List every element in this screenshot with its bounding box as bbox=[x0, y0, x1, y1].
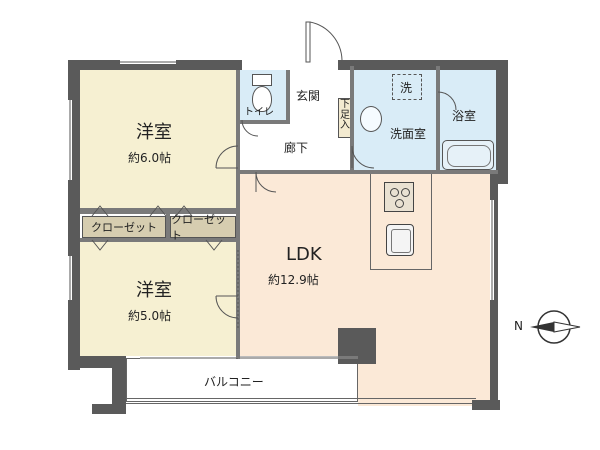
balcony bbox=[126, 358, 358, 402]
western-room-2-name: 洋室 bbox=[136, 280, 172, 301]
shoe-cabinet-label: 下足入 bbox=[340, 99, 350, 131]
western-room-1-area: 約6.0帖 bbox=[128, 151, 172, 165]
western-room-1-name: 洋室 bbox=[136, 122, 172, 143]
western-room-2-area: 約5.0帖 bbox=[128, 309, 172, 323]
washbasin-icon bbox=[360, 106, 382, 132]
entrance-room bbox=[290, 70, 342, 122]
wall bbox=[436, 66, 440, 172]
balcony-label: バルコニー bbox=[204, 375, 264, 389]
ldk-room bbox=[240, 172, 490, 358]
wall bbox=[166, 214, 170, 240]
entrance-label: 玄関 bbox=[296, 89, 321, 103]
wall bbox=[68, 60, 242, 70]
ldk-area: 約12.9帖 bbox=[268, 273, 319, 287]
wall bbox=[68, 356, 126, 368]
wall bbox=[236, 70, 240, 174]
closet-2: クローゼット bbox=[170, 213, 236, 242]
compass-icon bbox=[530, 310, 581, 344]
wall bbox=[240, 120, 290, 124]
wall bbox=[338, 60, 508, 70]
sink-icon bbox=[386, 224, 414, 256]
wall bbox=[240, 170, 354, 174]
balcony-rail bbox=[126, 398, 476, 404]
wall bbox=[236, 172, 240, 358]
ldk-name: LDK bbox=[286, 244, 322, 265]
wall bbox=[80, 208, 238, 214]
closet-1-label: クローゼット bbox=[91, 221, 157, 234]
wall bbox=[496, 60, 508, 184]
stove-icon bbox=[384, 182, 414, 212]
wall bbox=[286, 70, 290, 122]
closet-1: クローゼット bbox=[82, 216, 166, 238]
washer-label: 洗 bbox=[400, 81, 413, 95]
hallway-room bbox=[240, 124, 350, 170]
compass-north-label: N bbox=[514, 319, 523, 333]
wall bbox=[350, 66, 354, 174]
wall bbox=[352, 170, 498, 174]
bathtub-icon bbox=[442, 140, 494, 170]
washroom-label: 洗面室 bbox=[390, 127, 427, 141]
closet-2-label: クローゼット bbox=[171, 213, 226, 242]
hallway-label: 廊下 bbox=[284, 141, 309, 155]
washer-space: 洗 bbox=[392, 74, 422, 100]
ldk-lower-room bbox=[358, 356, 490, 406]
wall bbox=[472, 400, 500, 410]
bath-label: 浴室 bbox=[452, 109, 477, 123]
western-room-2 bbox=[80, 240, 238, 356]
wall bbox=[80, 238, 238, 242]
wall bbox=[112, 356, 126, 412]
toilet-icon bbox=[250, 74, 272, 112]
wall bbox=[92, 404, 126, 414]
toilet-label: トイレ bbox=[244, 107, 274, 118]
western-room-1 bbox=[80, 70, 238, 208]
